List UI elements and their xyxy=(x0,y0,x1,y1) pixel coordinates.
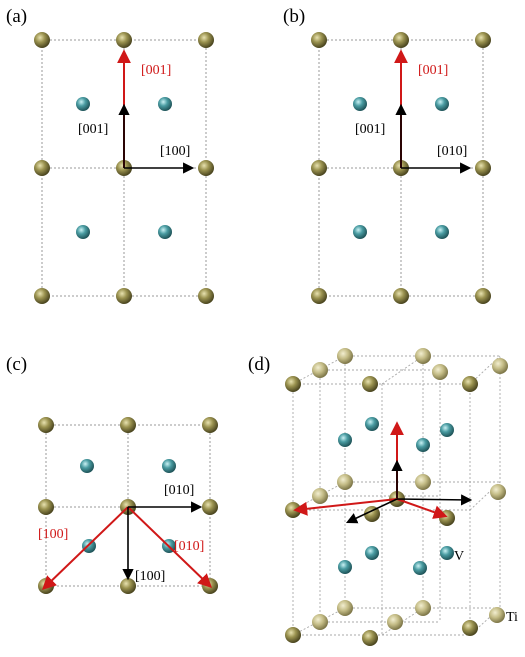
ti-atom xyxy=(337,474,353,490)
ti-atom xyxy=(387,614,403,630)
v-atom xyxy=(76,225,90,239)
ti-atom xyxy=(311,32,327,48)
panel-b-black-001-label: [001] xyxy=(355,122,385,137)
panel-a-ti-atoms xyxy=(34,32,214,304)
panel-d-black-right-arrow xyxy=(396,494,473,506)
panel-d-black-down-left-arrow xyxy=(345,498,398,524)
panel-d-v-atoms xyxy=(338,417,454,575)
ti-atom xyxy=(285,376,301,392)
ti-atom xyxy=(462,620,478,636)
panel-a: (a) [001] [001] [100] xyxy=(6,6,214,304)
panel-a-label: (a) xyxy=(6,6,27,27)
ti-atom xyxy=(393,32,409,48)
panel-b-red-001-label: [001] xyxy=(418,63,448,78)
ti-atom xyxy=(311,160,327,176)
ti-atom xyxy=(120,578,136,594)
panel-d-ti-atoms-front xyxy=(285,376,478,646)
v-atom xyxy=(338,433,352,447)
v-atom xyxy=(416,438,430,452)
panel-c-black-010-label: [010] xyxy=(164,483,194,498)
ti-atom xyxy=(337,600,353,616)
ti-atom xyxy=(475,288,491,304)
panel-c-v-atoms xyxy=(80,459,176,553)
v-atom xyxy=(413,561,427,575)
panel-d-v-label: V xyxy=(454,549,464,564)
panel-d-ti-label: Ti xyxy=(506,610,518,625)
ti-atom xyxy=(415,600,431,616)
panel-a-black-001-label: [001] xyxy=(78,122,108,137)
v-atom xyxy=(353,97,367,111)
panel-c-red-100-label: [100] xyxy=(38,527,68,542)
panel-d-red-left-arrow xyxy=(293,498,398,516)
panel-d-label: (d) xyxy=(248,354,270,375)
ti-atom xyxy=(38,417,54,433)
ti-atom xyxy=(34,160,50,176)
ti-atom xyxy=(198,160,214,176)
ti-atom xyxy=(120,417,136,433)
ti-atom xyxy=(311,288,327,304)
v-atom xyxy=(162,459,176,473)
panel-c-black-100-label: [100] xyxy=(135,569,165,584)
ti-atom xyxy=(415,474,431,490)
panel-b-label: (b) xyxy=(283,6,305,27)
ti-atom xyxy=(285,627,301,643)
ti-atom xyxy=(116,288,132,304)
v-atom xyxy=(440,423,454,437)
v-atom xyxy=(365,546,379,560)
panel-a-black-100-label: [100] xyxy=(160,144,190,159)
ti-atom xyxy=(362,376,378,392)
ti-atom xyxy=(492,358,508,374)
ti-atom xyxy=(475,32,491,48)
ti-atom xyxy=(34,288,50,304)
panel-c-label: (c) xyxy=(6,354,27,375)
v-atom xyxy=(353,225,367,239)
ti-atom xyxy=(202,499,218,515)
v-atom xyxy=(80,459,94,473)
ti-atom xyxy=(312,362,328,378)
ti-atom xyxy=(439,510,455,526)
v-atom xyxy=(76,97,90,111)
ti-atom xyxy=(362,630,378,646)
ti-atom xyxy=(312,614,328,630)
panel-c: (c) [100] [010] [010] xyxy=(6,354,218,594)
ti-atom xyxy=(475,160,491,176)
panel-a-red-001-label: [001] xyxy=(141,63,171,78)
v-atom xyxy=(440,546,454,560)
ti-atom xyxy=(202,417,218,433)
v-atom xyxy=(158,97,172,111)
panel-b-black-010-label: [010] xyxy=(437,144,467,159)
ti-atom xyxy=(38,499,54,515)
panel-d: (d) xyxy=(248,348,518,646)
ti-atom xyxy=(34,32,50,48)
v-atom xyxy=(435,97,449,111)
v-atom xyxy=(158,225,172,239)
panel-d-ti-atoms-back xyxy=(312,348,508,630)
ti-atom xyxy=(462,376,478,392)
panel-d-red-right-arrow xyxy=(396,498,448,519)
ti-atom xyxy=(393,288,409,304)
ti-atom xyxy=(415,348,431,364)
panel-c-red-010-arrow xyxy=(127,506,213,588)
v-atom xyxy=(365,417,379,431)
panel-b: (b) [001] [001] [010] xyxy=(283,6,491,304)
panel-c-red-010-label: [010] xyxy=(174,539,204,554)
ti-atom xyxy=(490,484,506,500)
panel-b-v-atoms xyxy=(353,97,449,239)
v-atom xyxy=(435,225,449,239)
ti-atom xyxy=(312,488,328,504)
v-atom xyxy=(338,560,352,574)
ti-atom xyxy=(432,364,448,380)
panel-c-red-100-arrow xyxy=(41,506,129,590)
ti-atom xyxy=(337,348,353,364)
panel-a-v-atoms xyxy=(76,97,172,239)
ti-atom xyxy=(116,32,132,48)
ti-atom xyxy=(198,288,214,304)
ti-atom xyxy=(489,607,505,623)
ti-atom xyxy=(198,32,214,48)
ti-atom xyxy=(364,506,380,522)
